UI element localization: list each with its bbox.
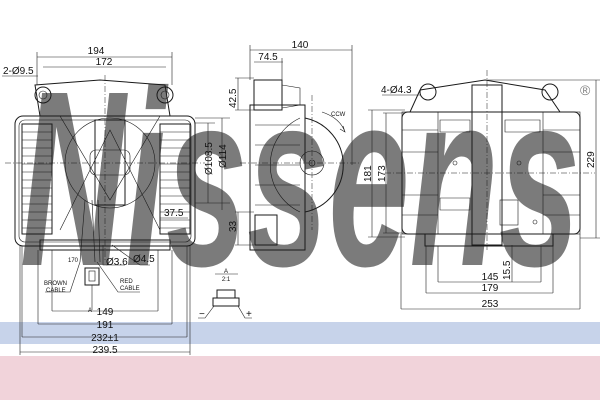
dim-74-5: 74.5	[258, 52, 278, 63]
minus-terminal: −	[199, 309, 205, 320]
dim-253: 253	[482, 299, 499, 310]
dim-172: 172	[96, 57, 113, 68]
holes-label: 2-Ø9.5	[3, 66, 34, 77]
pink-band	[0, 356, 600, 400]
blue-band	[0, 322, 600, 344]
side-dimension-lines	[235, 45, 353, 246]
dim-37-5: 37.5	[164, 208, 184, 219]
rotation-label: CCW	[331, 112, 346, 118]
dim-dia-3-6: Ø3.6	[106, 257, 128, 268]
detail-scale: 2:1	[222, 277, 231, 283]
dim-145: 145	[482, 272, 499, 283]
dim-229: 229	[586, 151, 597, 168]
dim-194: 194	[88, 46, 105, 57]
detail-label: A	[224, 269, 228, 275]
red-cable-label-2: CABLE	[120, 286, 140, 292]
dim-dia-108-5: Ø108.5	[204, 142, 215, 175]
dim-dia-4-5: Ø4.5	[133, 254, 155, 265]
rear-holes-label: 4-Ø4.3	[381, 85, 412, 96]
front-dimension-lines	[2, 52, 230, 355]
front-view	[5, 75, 205, 286]
rear-view	[385, 70, 595, 250]
brown-cable-label-1: BROWN	[44, 281, 67, 287]
dim-239-5: 239.5	[92, 345, 117, 356]
svg-text:®: ®	[580, 82, 591, 98]
marker-a: A	[88, 308, 92, 314]
dim-149: 149	[97, 307, 114, 318]
plus-terminal: +	[246, 309, 252, 320]
side-view	[240, 79, 360, 251]
dim-15-5: 15.5	[502, 260, 513, 280]
dim-232: 232±1	[91, 333, 119, 344]
dim-173: 173	[377, 165, 388, 182]
dim-140: 140	[292, 40, 309, 51]
dim-191: 191	[97, 320, 114, 331]
rear-dimension-lines	[368, 79, 600, 310]
brown-cable-label-2: CABLE	[46, 288, 66, 294]
dim-179: 179	[482, 283, 499, 294]
red-cable-label-1: RED	[120, 279, 133, 285]
dim-33: 33	[228, 220, 239, 232]
dim-42-5: 42.5	[228, 88, 239, 108]
dim-dia-114: Ø114	[218, 144, 229, 168]
dim-170: 170	[68, 258, 79, 264]
detail-a	[198, 273, 252, 319]
dim-181: 181	[363, 165, 374, 182]
